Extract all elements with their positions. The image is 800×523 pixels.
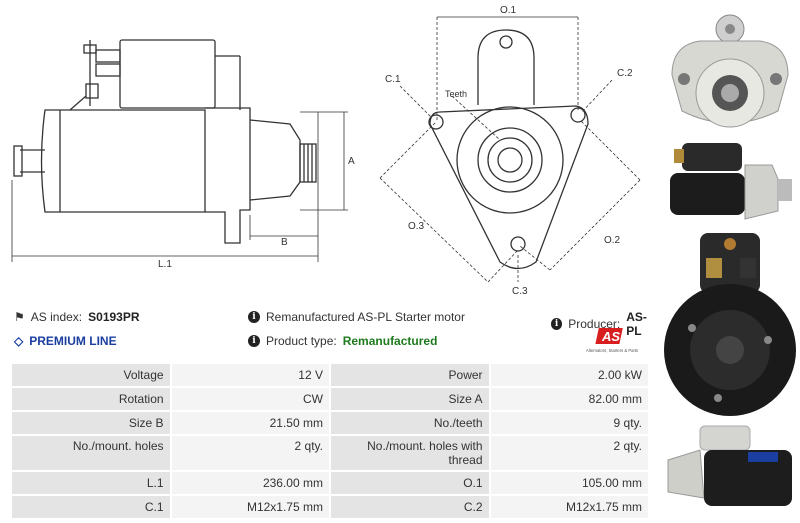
spec-label: Size B [10,410,172,436]
dim-label-o3: O.3 [408,221,425,232]
dim-label-c1: C.1 [385,74,401,85]
spec-value: 105.00 mm [488,470,651,496]
product-type: i Product type: Remanufactured [248,334,437,348]
table-row: Rotation CW Size A 82.00 mm [10,386,651,412]
svg-text:AS: AS [601,329,620,344]
spec-label: C.2 [328,494,491,520]
spec-value: M12x1.75 mm [488,494,651,520]
premium-line[interactable]: ◇ PREMIUM LINE [14,334,117,348]
spec-label: No./mount. holes [10,434,172,472]
spec-label: Power [328,362,491,388]
front-view-dimensions [379,16,641,283]
spec-label: Size A [328,386,491,412]
photo-angle-view[interactable] [660,420,800,520]
spec-value: 2.00 kW [488,362,651,388]
table-row: C.1 M12x1.75 mm C.2 M12x1.75 mm [10,494,651,520]
as-index-label: AS index: [30,310,83,324]
dim-label-b: B [281,237,288,248]
dim-label-l1: L.1 [158,259,172,270]
dim-label-teeth: Teeth [445,89,467,99]
spec-value: 82.00 mm [488,386,651,412]
photo-side-view[interactable] [660,135,800,225]
dim-label-a: A [348,156,355,167]
spec-value: 9 qty. [488,410,651,436]
dim-label-c3: C.3 [512,286,528,297]
side-view-dimensions [11,111,348,262]
svg-text:Alternators, Starters & Parts: Alternators, Starters & Parts [586,348,638,353]
producer-value: AS-PL [626,310,647,338]
product-type-value: Remanufactured [342,334,438,348]
table-row: L.1 236.00 mm O.1 105.00 mm [10,470,651,496]
spec-label: Rotation [10,386,172,412]
spec-value: 12 V [169,362,331,388]
spec-value: 2 qty. [488,434,651,472]
tag-icon: ⚑ [14,310,25,324]
spec-table: Voltage 12 V Power 2.00 kW Rotation CW S… [10,362,651,520]
info-icon: i [551,318,563,330]
as-pl-logo: AS Alternators, Starters & Parts [586,328,638,353]
product-photos [660,0,800,523]
spec-value: M12x1.75 mm [169,494,331,520]
table-row: No./mount. holes 2 qty. No./mount. holes… [10,434,651,472]
premium-line-label: PREMIUM LINE [29,334,117,348]
spec-value: 21.50 mm [169,410,331,436]
spec-value: 236.00 mm [169,470,331,496]
product-info: ⚑ AS index: S0193PR ◇ PREMIUM LINE i Rem… [0,300,660,360]
front-view-drawing [428,29,589,270]
as-index-value: S0193PR [88,310,140,324]
diamond-icon: ◇ [14,334,24,348]
description: i Remanufactured AS-PL Starter motor [248,310,465,324]
spec-label: Voltage [10,362,172,388]
spec-label: L.1 [10,470,172,496]
table-row: Voltage 12 V Power 2.00 kW [10,362,651,388]
dim-label-c2: C.2 [617,68,633,79]
table-row: Size B 21.50 mm No./teeth 9 qty. [10,410,651,436]
description-text: Remanufactured AS-PL Starter motor [266,310,465,324]
side-view-drawing [13,39,317,244]
product-type-label: Product type: [266,334,337,348]
photo-rear-view[interactable] [660,228,800,418]
spec-label: No./mount. holes with thread [328,434,491,472]
producer-label: Producer: [568,317,621,331]
spec-label: O.1 [328,470,491,496]
spec-label: C.1 [10,494,172,520]
spec-value: CW [169,386,331,412]
photo-front-view[interactable] [660,5,800,133]
technical-drawings: A B L.1 O.1 C.1 C.2 Teeth O.3 O.2 C.3 [11,5,641,297]
dim-label-o1: O.1 [500,5,517,16]
spec-value: 2 qty. [169,434,331,472]
info-icon: i [248,311,260,323]
dim-label-o2: O.2 [604,235,621,246]
info-icon: i [248,335,260,347]
as-index: ⚑ AS index: S0193PR [14,310,140,324]
spec-label: No./teeth [328,410,491,436]
producer: i Producer: AS-PL [551,310,660,338]
